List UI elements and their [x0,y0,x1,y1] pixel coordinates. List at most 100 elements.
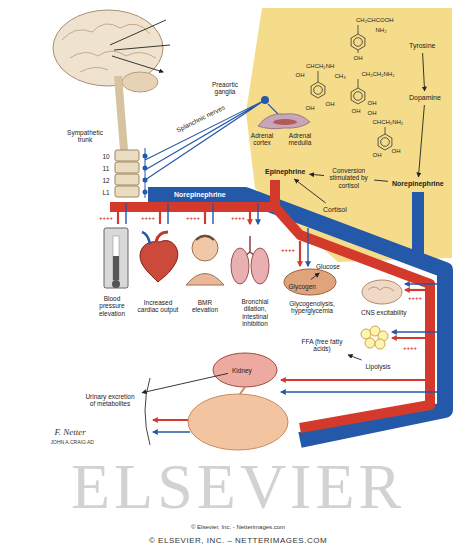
node-text: Glycogen [289,283,316,290]
kidney-drawing [240,387,245,394]
chemical-formula: OH [368,110,377,117]
effect-arrow [145,378,150,445]
effect-arrow [281,391,440,392]
chemical-formula: OH [326,101,335,108]
effect-label: CNS excitability [359,308,409,317]
node-text: CNS excitability [361,309,407,316]
node-text: Cortisol [323,206,347,214]
epinephrine-band [275,207,430,428]
effect-arrow [153,431,190,432]
copyright-note: © ELSEVIER, INC. – NETTERIMAGES.COM [149,536,327,545]
chemical-formula: OH [373,152,382,159]
effect-arrow [126,203,258,224]
reaction-arrow [423,53,425,91]
spinal-column [115,162,139,173]
node-text: Preaortic ganglia [207,81,243,96]
chemical-formula: CH₃ [335,73,346,80]
effect-arrow [405,289,425,291]
effect-arrow [405,283,440,284]
blood-pressure-gauge [112,280,120,288]
reaction-arrow [311,273,319,280]
bladder-drawing [188,394,288,450]
reaction-arrow [418,105,424,177]
brain-drawing [118,76,124,150]
norepinephrine-band [412,192,424,262]
region-label: Preaortic ganglia [205,80,245,97]
liver-drawing [284,269,336,295]
effect-sign: ++++ [99,215,113,222]
chemical-formula: OH [352,108,361,115]
vertebra-number: 11 [103,165,110,172]
part-label: Adrenal medulla [284,132,316,147]
benzene-ring [354,92,363,101]
node-text: Lipolysis [366,363,391,370]
blood-pressure-gauge [113,236,119,280]
spinal-column [115,186,139,197]
effect-arrow [307,228,308,266]
hormone-name: Norepinephrine [390,179,446,189]
spinal-column [143,154,148,159]
effect-arrow [392,337,425,339]
lungs-drawing [231,248,249,284]
splanchnic-nerve [261,96,269,104]
node-text: Bronchial dilation, intestinal inhibitio… [234,298,276,328]
norepinephrine-band [148,192,445,440]
node-text: Kidney [232,367,252,374]
splanchnic-nerve [145,100,265,180]
connector-layer [142,53,425,393]
head-drawing [196,236,214,240]
benzene-ring [354,38,363,47]
effect-arrow [118,212,250,224]
node-text: Urinary excretion of metabolites [82,393,138,408]
hormone-name: Cortisol [321,205,349,215]
adrenal-region [246,8,452,262]
effect-arrow [153,419,188,421]
effect-label: Lipolysis [364,362,393,371]
effect-sign: ++++ [408,295,422,302]
effect-sign: ++++ [403,345,417,352]
benzene-ring [311,25,392,150]
watermark: ELSEVIER [71,455,405,519]
benzene-ring [311,82,325,98]
epinephrine-band [110,180,430,428]
spinal-column [115,150,139,161]
kidney-drawing [213,353,277,387]
effect-arrow [299,241,301,266]
effect-sign: ++++ [231,215,245,222]
reaction-arrow [348,355,362,360]
bladder-drawing [188,394,288,450]
effect-sign: ++++ [186,215,200,222]
adrenal-gland [258,114,310,129]
adrenal-gland [258,114,310,129]
node-text: Epinephrine [265,168,305,176]
head-drawing [186,235,224,285]
node-text: BMR elevation [184,299,226,314]
norepinephrine-band [148,195,445,440]
lungs-drawing [231,236,269,284]
vertebra-number: L1 [103,189,110,196]
heart-drawing [156,232,168,242]
effect-label: Glycogenolysis, hyperglycemia [284,299,340,316]
cns-brain [368,287,394,291]
reaction-arrow [142,373,228,392]
compound-name: Tyrosine [407,41,437,51]
effect-arrow [281,379,425,381]
metabolite-label: Glucose [314,262,342,271]
chemical-formula: NH₂ [376,27,387,34]
spinal-column [115,148,148,198]
fat-cells [375,339,385,349]
chemical-formula: CHCH₂NH [306,63,334,70]
brain-drawing [122,72,158,92]
hormone-name: Epinephrine [263,167,307,177]
effect-label: BMR elevation [182,298,228,315]
chemical-formula: OH [392,148,401,155]
chemical-formula: CHCH₂NH₂ [373,119,404,126]
chemical-formula: CH₂CH₂NH₂ [362,71,395,78]
spinal-column [115,174,139,185]
chemical-formula: OH [368,100,377,107]
organ-label: Kidney [230,366,254,375]
copyright-note: © Elsevier, Inc. - Netterimages.com [191,524,285,531]
benzene-ring [378,134,392,150]
kidney-drawing [213,353,277,394]
edge-label: Conversion stimulated by cortisol [324,166,374,190]
